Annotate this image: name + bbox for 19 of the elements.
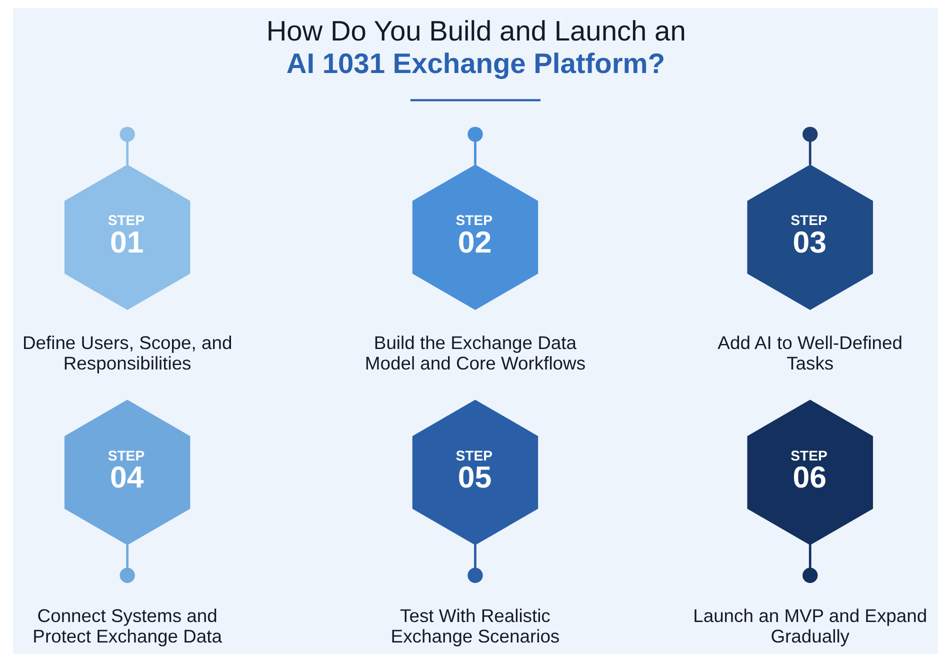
connector — [808, 544, 811, 568]
node-label: Launch an MVP and Expand Gradually — [692, 605, 927, 647]
node-label: Connect Systems and Protect Exchange Data — [32, 605, 222, 647]
connector — [474, 141, 476, 165]
node-label: Test With Realistic Exchange Scenarios — [390, 605, 560, 647]
node-label: Add AI to Well-Defined Tasks — [717, 332, 902, 374]
connector — [474, 544, 476, 568]
node-label: Define Users, Scope, and Responsibilities — [22, 332, 232, 374]
node-circle — [802, 126, 818, 142]
connector — [808, 141, 811, 165]
node-circle — [119, 568, 134, 583]
connector — [126, 544, 128, 568]
node-circle — [119, 126, 134, 142]
node-circle — [802, 568, 818, 583]
connector — [126, 141, 128, 165]
node-label: Build the Exchange Data Model and Core Workflows — [364, 332, 586, 374]
node-circle — [467, 126, 482, 142]
node-circle — [467, 568, 482, 583]
diagram-title: How Do You Build and Launch an AI 1031 Exchange Platform? — [266, 14, 686, 79]
